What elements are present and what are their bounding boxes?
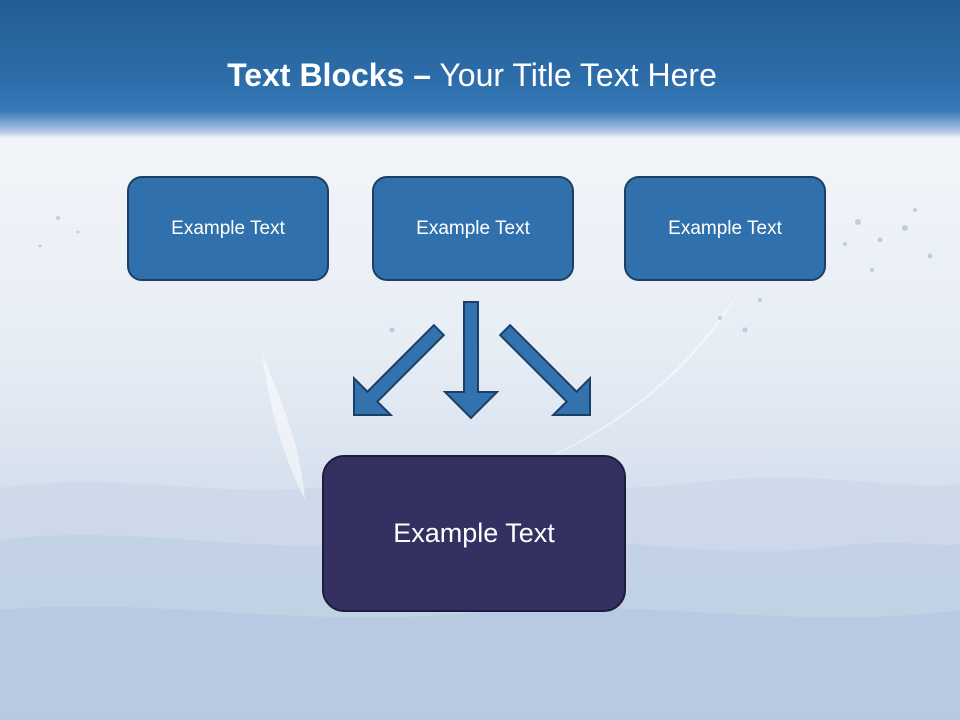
arrow-left-down bbox=[353, 323, 446, 416]
water-wave bbox=[0, 606, 960, 720]
text-block-right[interactable]: Example Text bbox=[624, 176, 826, 281]
slide-title: Text Blocks – Your Title Text Here bbox=[0, 52, 944, 98]
result-block-label: Example Text bbox=[393, 518, 555, 548]
title-bold-part: Text Blocks – bbox=[227, 57, 432, 93]
water-wave bbox=[0, 535, 960, 720]
title-rest-part: Your Title Text Here bbox=[439, 57, 717, 93]
arrow-center-down bbox=[442, 301, 500, 420]
text-block-center-label: Example Text bbox=[416, 217, 530, 239]
arrow-right-down bbox=[498, 323, 591, 416]
result-block[interactable]: Example Text bbox=[322, 455, 626, 612]
title-band bbox=[0, 0, 960, 138]
text-block-left-label: Example Text bbox=[171, 217, 285, 239]
splash-left bbox=[262, 352, 305, 500]
text-block-center[interactable]: Example Text bbox=[372, 176, 574, 281]
text-block-left[interactable]: Example Text bbox=[127, 176, 329, 281]
text-block-right-label: Example Text bbox=[668, 217, 782, 239]
